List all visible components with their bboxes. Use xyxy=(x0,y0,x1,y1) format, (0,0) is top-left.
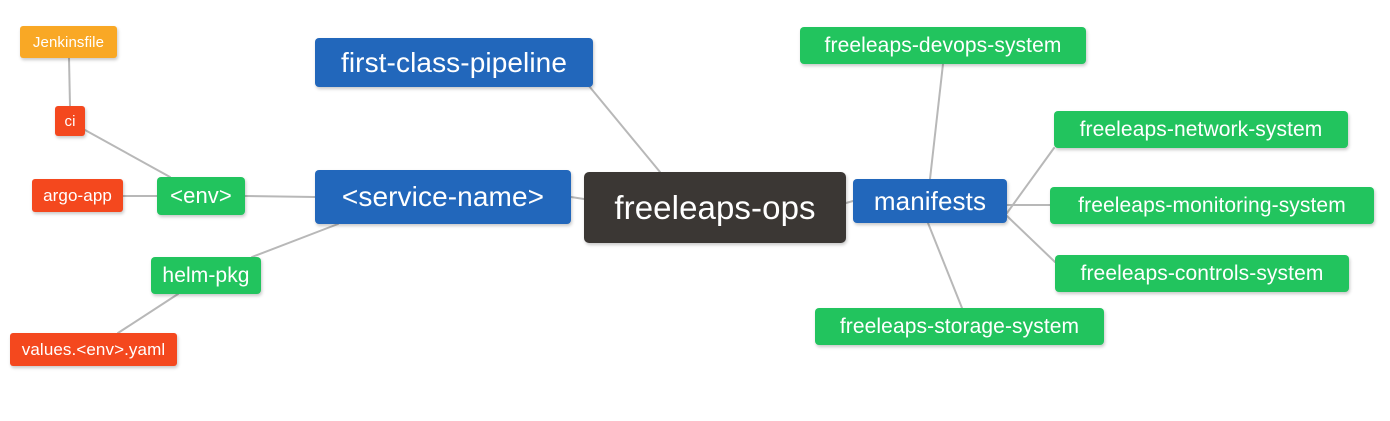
mindmap-node-service-name[interactable]: <service-name> xyxy=(315,170,571,224)
edge-helm-pkg-values-yaml xyxy=(117,293,179,334)
node-label: freeleaps-ops xyxy=(614,189,816,226)
node-label: freeleaps-controls-system xyxy=(1080,262,1324,285)
mindmap-node-values-yaml[interactable]: values.<env>.yaml xyxy=(10,333,177,366)
node-label: Jenkinsfile xyxy=(32,33,105,51)
mindmap-node-argo-app[interactable]: argo-app xyxy=(32,179,123,212)
mindmap-node-ci[interactable]: ci xyxy=(55,106,85,136)
node-label: first-class-pipeline xyxy=(340,46,568,78)
mindmap-node-devops-system[interactable]: freeleaps-devops-system xyxy=(800,27,1086,64)
mindmap-node-controls-system[interactable]: freeleaps-controls-system xyxy=(1055,255,1349,292)
node-label: ci xyxy=(64,112,76,130)
node-label: helm-pkg xyxy=(162,264,250,287)
mindmap-node-root[interactable]: freeleaps-ops xyxy=(584,172,846,243)
edge-root-manifests xyxy=(845,200,854,204)
mindmap-node-manifests[interactable]: manifests xyxy=(853,179,1007,223)
mindmap-node-storage-system[interactable]: freeleaps-storage-system xyxy=(815,308,1104,345)
edge-ci-jenkinsfile xyxy=(68,57,71,107)
edge-manifests-network-system xyxy=(1006,147,1055,214)
mindmap-node-first-class-pipeline[interactable]: first-class-pipeline xyxy=(315,38,593,87)
node-label: freeleaps-monitoring-system xyxy=(1078,194,1346,217)
node-label: freeleaps-network-system xyxy=(1079,118,1323,141)
mindmap-node-network-system[interactable]: freeleaps-network-system xyxy=(1054,111,1348,148)
node-label: freeleaps-storage-system xyxy=(839,315,1080,338)
node-label: freeleaps-devops-system xyxy=(824,34,1062,57)
mindmap-node-helm-pkg[interactable]: helm-pkg xyxy=(151,257,261,294)
edge-root-first-class-pipeline xyxy=(588,85,661,173)
edge-manifests-devops-system xyxy=(929,63,944,180)
mindmap-node-jenkinsfile[interactable]: Jenkinsfile xyxy=(20,26,117,58)
node-label: manifests xyxy=(873,186,987,216)
node-label: <service-name> xyxy=(341,181,545,212)
node-label: <env> xyxy=(170,183,232,208)
edge-root-service-name xyxy=(570,196,585,200)
edge-manifests-controls-system xyxy=(1006,215,1056,263)
edge-manifests-storage-system xyxy=(927,222,963,309)
node-label: argo-app xyxy=(43,186,112,205)
mindmap-node-monitoring-system[interactable]: freeleaps-monitoring-system xyxy=(1050,187,1374,224)
edge-service-name-env xyxy=(244,195,316,198)
mindmap-node-env[interactable]: <env> xyxy=(157,177,245,215)
edge-env-ci xyxy=(84,129,171,178)
node-label: values.<env>.yaml xyxy=(21,340,166,359)
edge-service-name-helm-pkg xyxy=(251,223,339,258)
